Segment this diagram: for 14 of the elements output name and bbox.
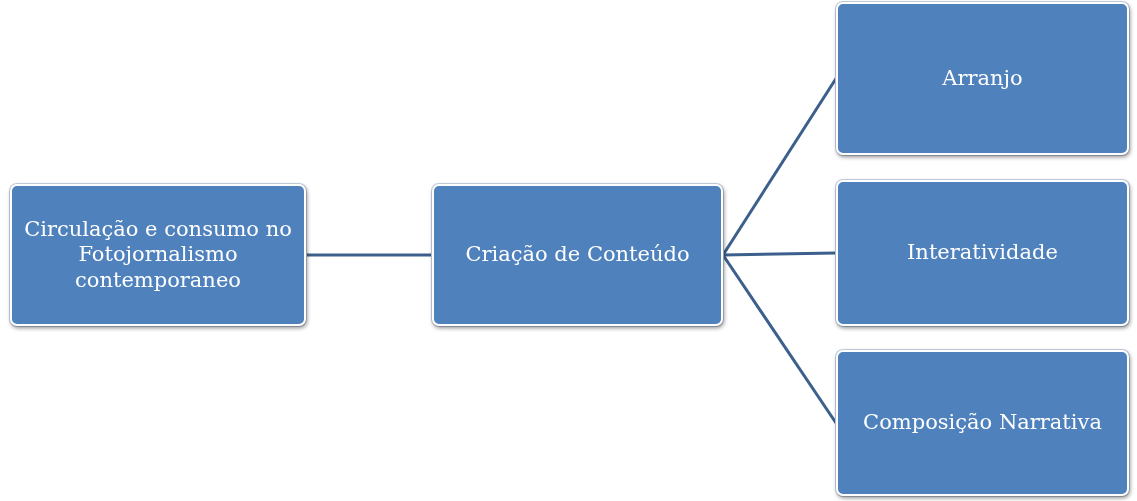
process-box <box>432 184 723 326</box>
box-label: Criação de Conteúdo <box>465 242 690 268</box>
process-box <box>836 350 1129 496</box>
connector-line <box>306 253 432 257</box>
process-box <box>836 180 1129 326</box>
box-label: Arranjo <box>942 65 1023 92</box>
process-box <box>10 184 306 326</box>
connector-line <box>722 251 837 257</box>
process-box <box>836 2 1129 155</box>
box-label: Composição Narrativa <box>863 410 1102 436</box>
connector-line <box>721 254 838 424</box>
box-label: Interatividade <box>907 240 1058 266</box>
box-label: Circulação e consumo no Fotojornalismo contemporaneo <box>24 217 292 293</box>
connector-line <box>721 77 838 256</box>
